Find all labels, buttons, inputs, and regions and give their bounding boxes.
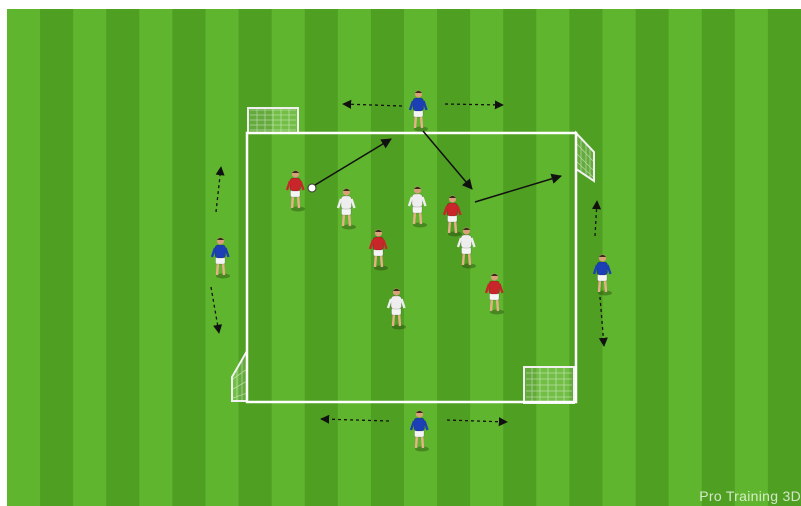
grass-stripe [735,9,769,506]
grass-stripe [768,9,801,506]
grass-stripe [569,9,603,506]
grass-stripe [669,9,703,506]
mini-goal-bottom-right [524,367,574,403]
grass-stripe [272,9,306,506]
grass-stripe [239,9,273,506]
grass-stripe [172,9,206,506]
grass-stripe [73,9,107,506]
drill-diagram [7,9,801,506]
grass-stripe [7,9,41,506]
grass-stripe [470,9,504,506]
grass-stripe [603,9,637,506]
grass-stripe [503,9,537,506]
grass-stripe [437,9,471,506]
grass-stripe [702,9,736,506]
grass-stripe [636,9,670,506]
grass-stripe [338,9,372,506]
ball [308,184,316,192]
grass-stripe [305,9,339,506]
grass-stripe [139,9,173,506]
grass-stripe [536,9,570,506]
mini-goal-top-left [248,108,298,133]
grass-stripe [40,9,74,506]
watermark-text: Pro Training 3D [699,488,801,504]
grass-stripe [106,9,140,506]
training-pitch: Pro Training 3D [7,9,801,506]
grass-stripes [7,9,801,506]
